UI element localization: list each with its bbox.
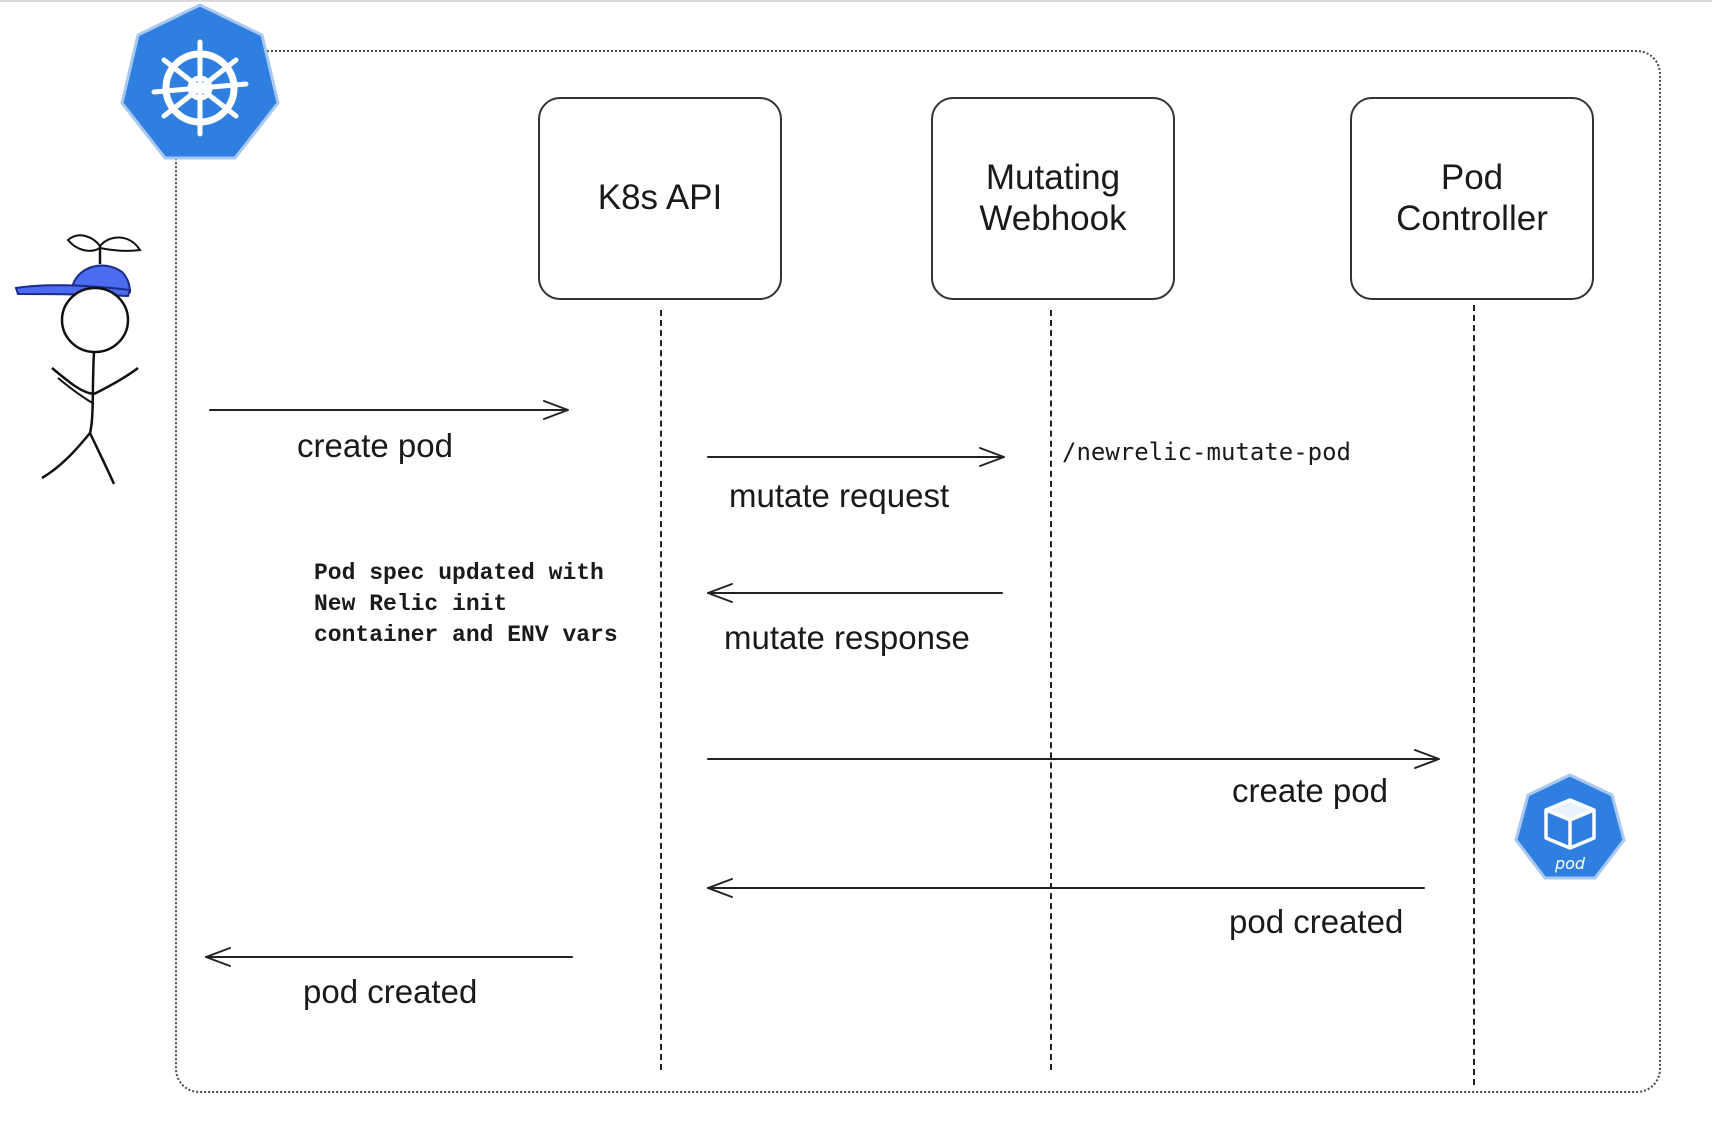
lifeline-pod-controller xyxy=(1473,305,1475,1085)
message-label-pod-created-controller: pod created xyxy=(1229,903,1404,940)
arrow-mutate-response xyxy=(707,583,1003,603)
webhook-path-label: /newrelic-mutate-pod xyxy=(1062,438,1351,466)
lifeline-k8s-api xyxy=(660,310,662,1070)
kubernetes-pod-cube-icon: pod xyxy=(1514,773,1626,880)
message-label-mutate-response: mutate response xyxy=(724,619,970,656)
pod-icon-badge-text: pod xyxy=(1554,854,1586,873)
kubernetes-helm-wheel-icon xyxy=(120,3,280,160)
message-label-mutate-request: mutate request xyxy=(729,477,950,514)
arrow-pod-created-controller xyxy=(707,878,1425,898)
participant-mutating-webhook: Mutating Webhook xyxy=(931,97,1175,300)
arrow-pod-created-user xyxy=(205,947,573,967)
arrow-create-pod-controller xyxy=(707,749,1440,769)
arrow-create-pod-request xyxy=(209,400,569,420)
stick-figure-with-propeller-cap-icon xyxy=(14,234,142,485)
message-label-create-pod: create pod xyxy=(297,427,453,464)
participant-k8s-api: K8s API xyxy=(538,97,782,300)
participant-pod-controller: Pod Controller xyxy=(1350,97,1594,300)
pod-spec-note: Pod spec updated with New Relic init con… xyxy=(314,560,618,648)
cluster-boundary xyxy=(175,50,1661,1093)
arrow-mutate-request xyxy=(707,447,1005,467)
lifeline-mutating-webhook xyxy=(1050,310,1052,1070)
top-divider xyxy=(0,0,1712,2)
message-label-pod-created-user: pod created xyxy=(303,973,478,1010)
message-label-create-pod-controller: create pod xyxy=(1232,772,1388,809)
